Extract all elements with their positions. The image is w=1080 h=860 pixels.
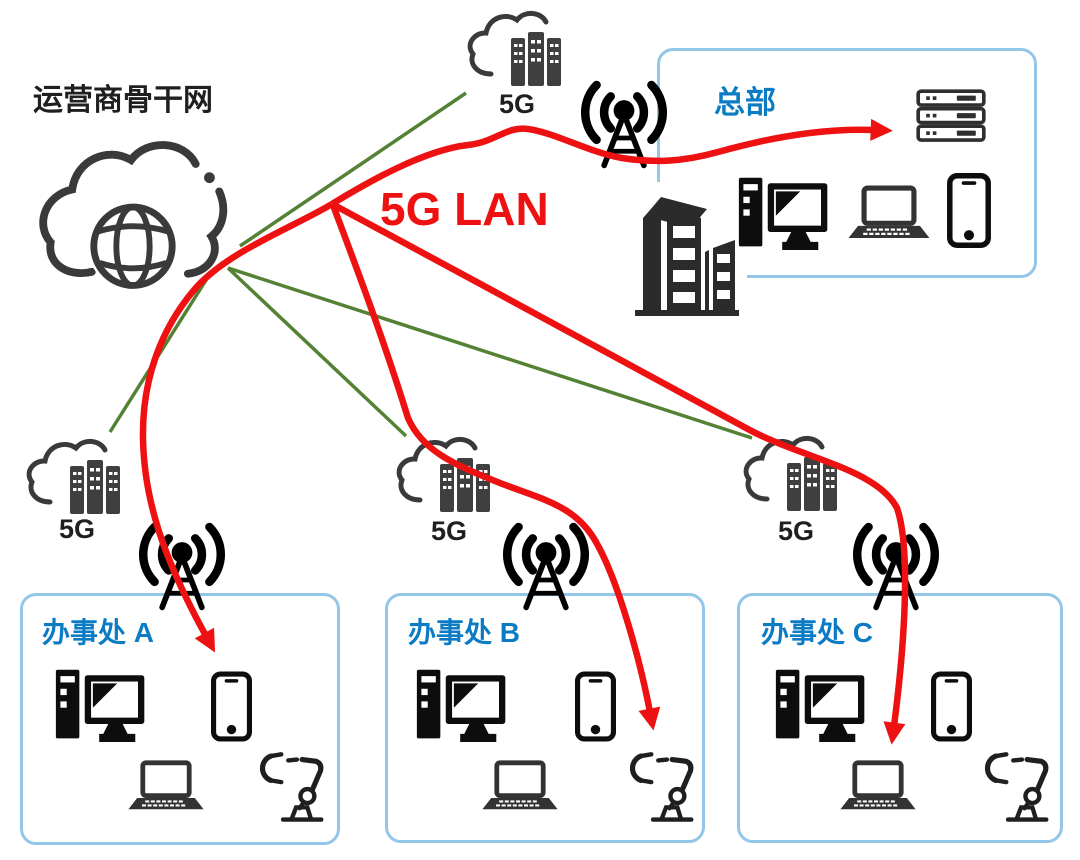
backbone-label: 运营商骨干网 [33,84,213,117]
office-b-5g-label: 5G [431,516,468,546]
hq-radio-tower-icon [572,70,676,170]
office-c-desktop-pc-icon [775,668,867,742]
office-c-cloud-server-icon [742,433,844,513]
office-b-desktop-pc-icon [416,668,508,742]
hq-cloud-server-icon [466,8,568,88]
office-a-cloud-server-icon [25,436,127,516]
backbone-link-office-a [108,276,210,433]
office-c-5g-label: 5G [778,516,815,546]
hq-server-stack-icon [916,80,986,152]
office-b-name-label: 办事处 B [408,617,521,648]
office-b-radio-tower-icon [494,512,598,612]
office-c-laptop-icon [838,753,918,819]
hq-desktop-pc-icon [738,176,830,250]
office-b-robot-arm-icon [620,748,700,825]
office-a-smartphone-icon [211,668,252,745]
office-a-name-label: 办事处 A [42,617,155,648]
lan-label: 5G LAN [380,183,549,235]
office-c-radio-tower-icon [844,512,948,612]
office-b-laptop-icon [480,753,560,819]
office-a-desktop-pc-icon [55,668,147,742]
backbone-cloud-globe-icon [35,126,231,296]
hq-smartphone-icon [947,173,991,248]
hq-name-label: 总部 [714,85,776,120]
office-c-robot-arm-icon [975,748,1055,825]
office-b-cloud-server-icon [395,434,497,514]
office-a-radio-tower-icon [130,512,234,612]
office-a-5g-label: 5G [59,514,96,544]
office-c-name-label: 办事处 C [761,617,874,648]
hq-laptop-icon [846,181,932,245]
office-a-robot-arm-icon [250,748,330,825]
backbone-link-office-b [226,266,408,438]
hq-office-building-icon [626,182,748,324]
office-a-laptop-icon [126,753,206,819]
hq-5g-label: 5G [499,89,536,119]
office-c-smartphone-icon [931,668,972,745]
office-b-smartphone-icon [575,668,616,745]
